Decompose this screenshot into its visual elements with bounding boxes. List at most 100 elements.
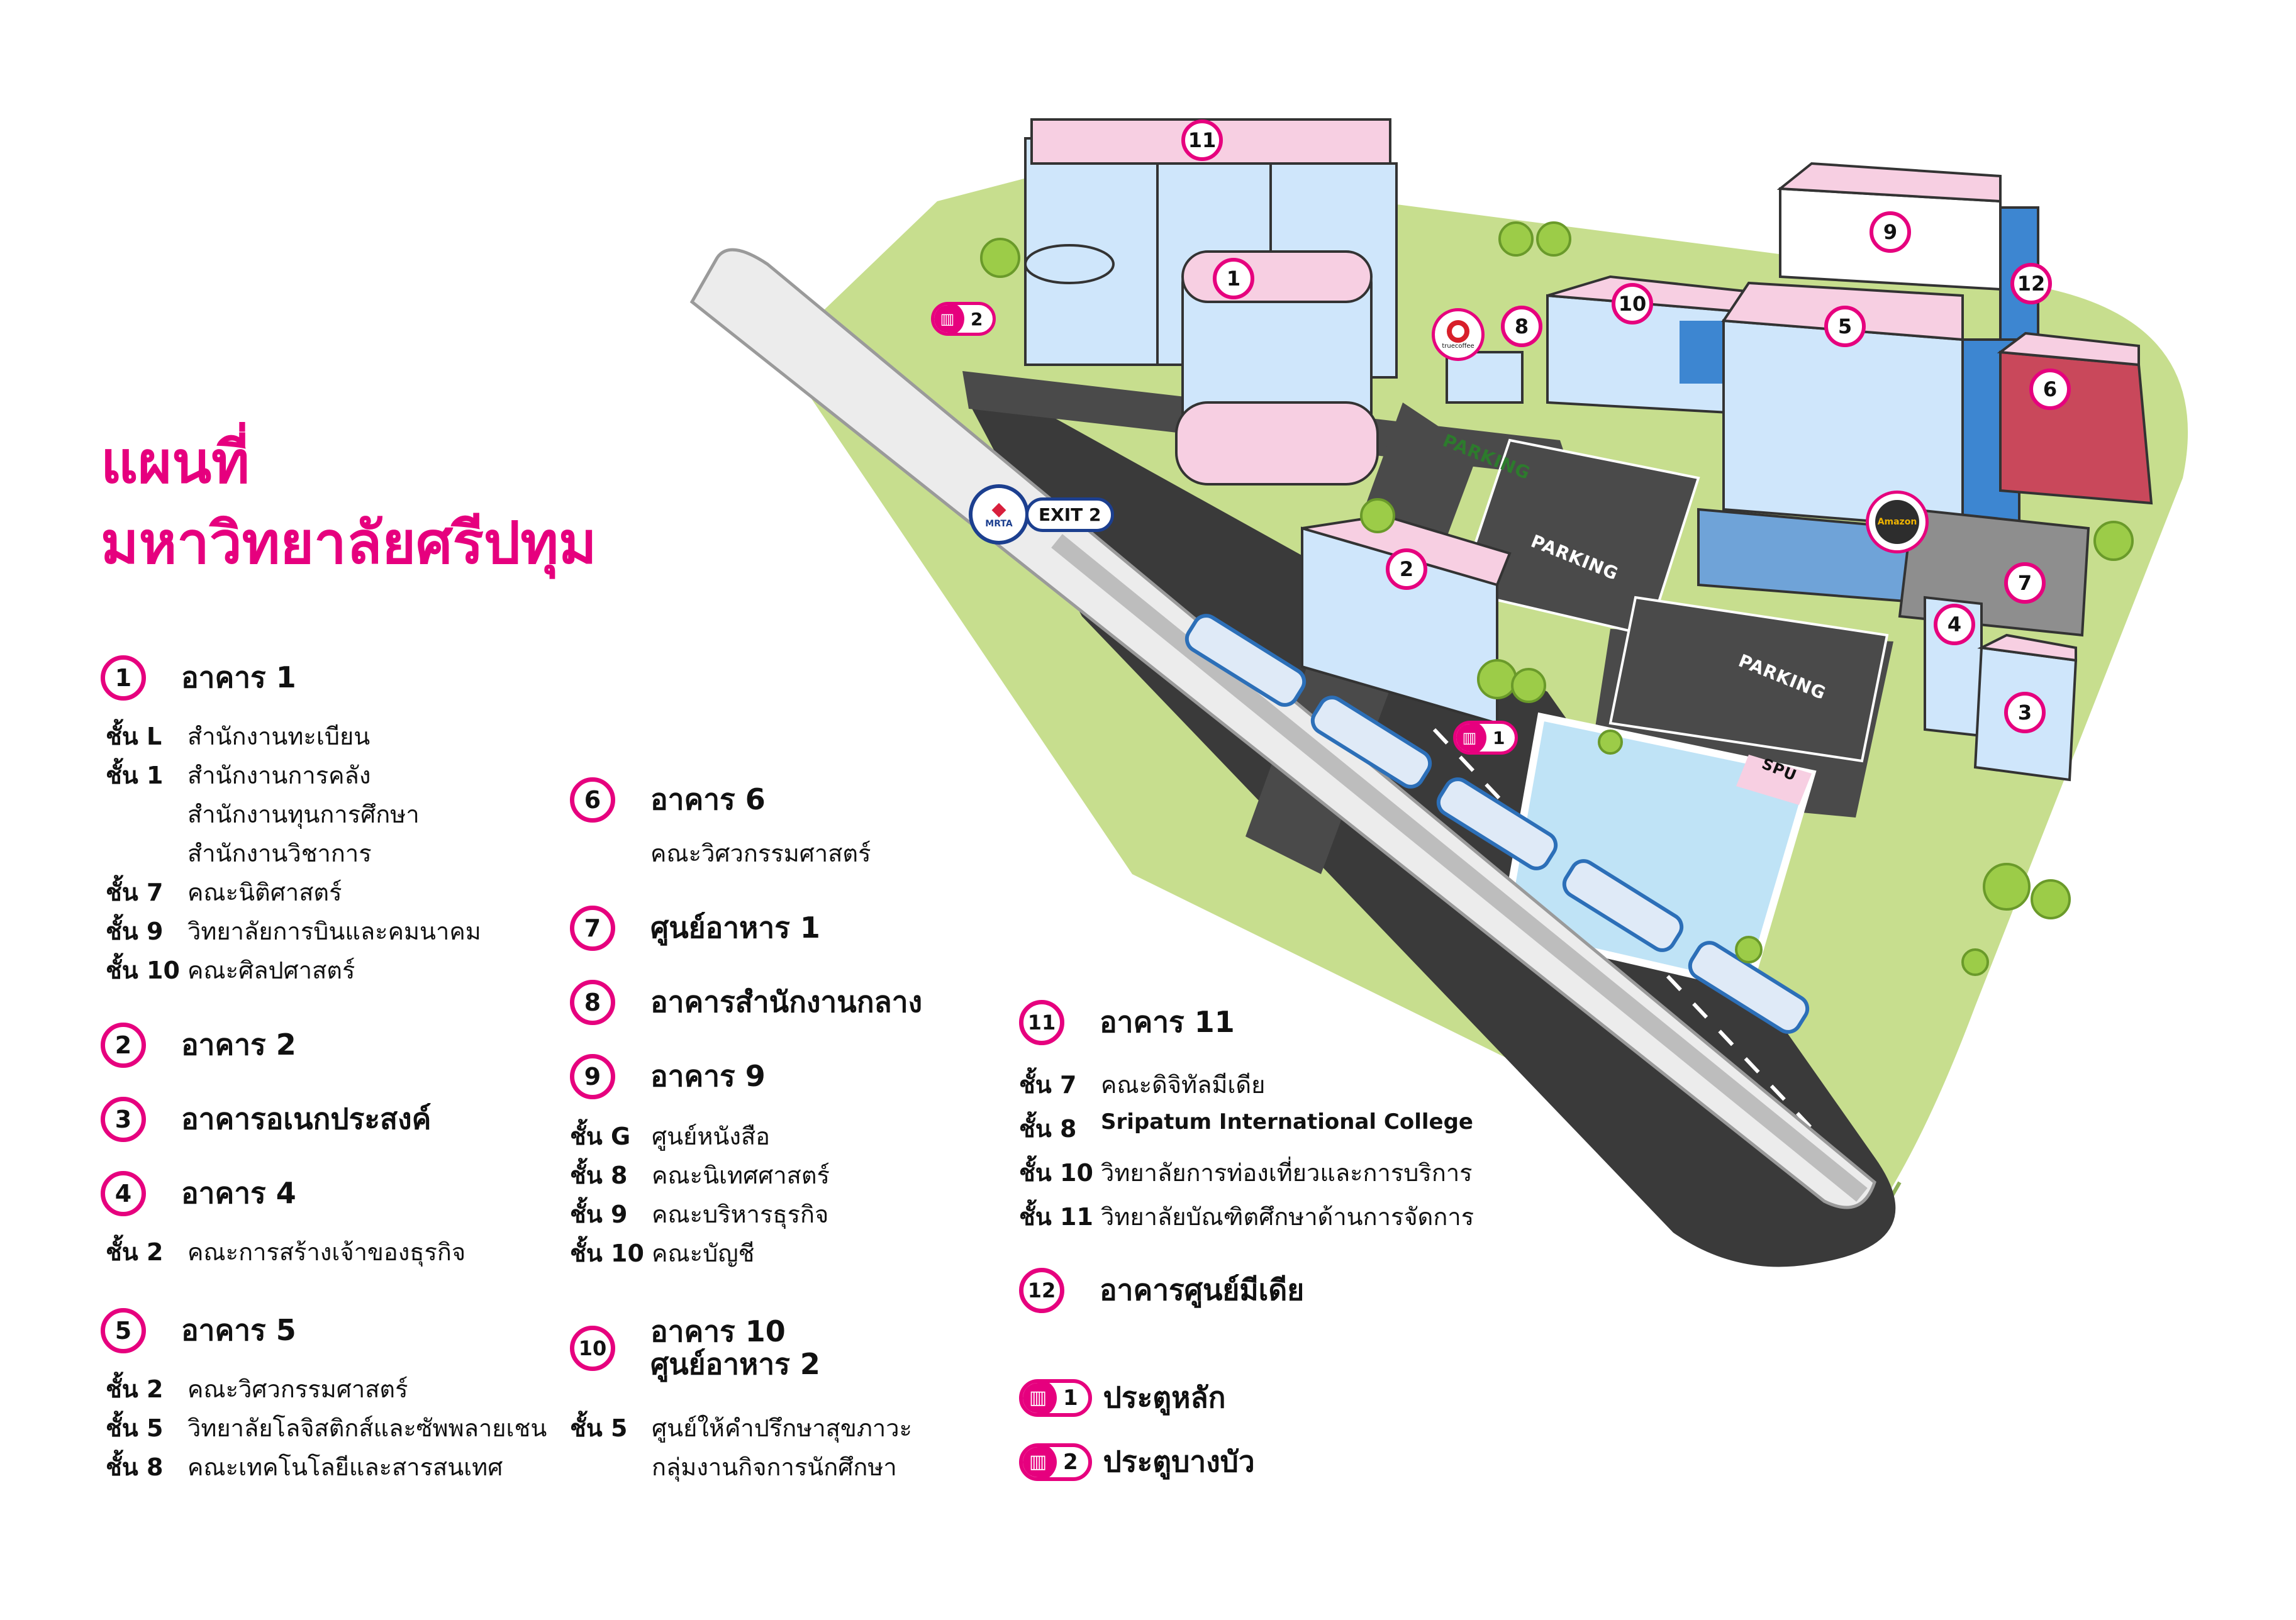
legend-building-8[interactable]: 8 อาคารสำนักงานกลาง	[570, 980, 922, 1025]
map-marker-11[interactable]: 11	[1181, 119, 1223, 161]
map-marker-3[interactable]: 3	[2004, 692, 2046, 733]
building-number-badge: 9	[570, 1054, 615, 1099]
legend-building-2[interactable]: 2 อาคาร 2	[101, 1023, 296, 1068]
building-name: อาคารศูนย์มีเดีย	[1100, 1273, 1305, 1307]
building-5	[1697, 281, 2020, 606]
legend-gate-2[interactable]: ▥ 2 ประตูบางบัว	[1019, 1439, 1255, 1485]
coffee-label: truecoffee	[1442, 342, 1474, 350]
building-name-line-2: ศูนย์อาหาร 2	[650, 1346, 820, 1381]
map-marker-9[interactable]: 9	[1870, 211, 1911, 253]
gate-icon: ▥	[934, 305, 964, 333]
map-marker-12[interactable]: 12	[2010, 263, 2052, 304]
legend-building-10[interactable]: 10 อาคาร 10 ศูนย์อาหาร 2	[570, 1314, 820, 1381]
legend-building-1[interactable]: 1 อาคาร 1	[101, 655, 296, 701]
building-number-badge: 7	[570, 906, 615, 951]
map-marker-7[interactable]: 7	[2004, 562, 2046, 604]
building-name-line-1: อาคาร 10	[650, 1314, 786, 1348]
building-1	[1175, 250, 1379, 485]
map-marker-10[interactable]: 10	[1612, 283, 1653, 325]
map-marker-6[interactable]: 6	[2029, 369, 2071, 410]
parking-lot-2	[1608, 596, 1889, 763]
building-name: อาคาร 6	[650, 782, 766, 817]
gate-pill: ▥ 1	[1019, 1379, 1092, 1417]
gate-icon: ▥	[1022, 1382, 1057, 1413]
building-name: อาคาร 5	[181, 1313, 296, 1348]
truecoffee-marker[interactable]: truecoffee	[1432, 308, 1485, 361]
building-number-badge: 2	[101, 1023, 146, 1068]
legend-gate-1[interactable]: ▥ 1 ประตูหลัก	[1019, 1375, 1226, 1421]
map-marker-1[interactable]: 1	[1213, 258, 1254, 299]
building-name: อาคาร 11	[1100, 1005, 1235, 1040]
coffee-logo-icon	[1447, 319, 1469, 343]
map-marker-4[interactable]: 4	[1934, 604, 1975, 645]
map-gate-2[interactable]: ▥ 2	[931, 302, 996, 336]
building-name: อาคาร 4	[181, 1176, 296, 1211]
map-marker-2[interactable]: 2	[1386, 548, 1427, 590]
legend-building-3[interactable]: 3 อาคารอเนกประสงค์	[101, 1097, 431, 1142]
legend-building-11[interactable]: 11 อาคาร 11	[1019, 1000, 1235, 1045]
gate-number: 1	[1493, 727, 1505, 748]
gate-pill: ▥ 2	[931, 302, 996, 336]
legend-building-7[interactable]: 7 ศูนย์อาหาร 1	[570, 906, 820, 951]
page-title-line-2: มหาวิทยาลัยศรีปทุม	[101, 509, 597, 577]
building-number-badge: 5	[101, 1308, 146, 1353]
building-number-badge: 10	[570, 1325, 615, 1371]
amazon-cafe-marker[interactable]: Amazon	[1866, 491, 1929, 553]
map-marker-8[interactable]: 8	[1501, 306, 1542, 347]
gate-pill: ▥ 1	[1453, 721, 1519, 755]
building-name: อาคาร 9	[650, 1059, 766, 1094]
legend-building-4[interactable]: 4 อาคาร 4	[101, 1171, 296, 1216]
building-number-badge: 12	[1019, 1268, 1064, 1313]
building-name: อาคารอเนกประสงค์	[181, 1102, 432, 1136]
building-name: อาคาร 1	[181, 660, 296, 695]
building-name: อาคารสำนักงานกลาง	[650, 985, 923, 1019]
building-number-badge: 6	[570, 777, 615, 823]
gate-number: 2	[1063, 1449, 1078, 1475]
gate-label: ประตูหลัก	[1103, 1380, 1226, 1414]
map-gate-1[interactable]: ▥ 1	[1453, 721, 1519, 755]
building-number-badge: 4	[101, 1171, 146, 1216]
trees	[980, 221, 2134, 976]
mrta-exit-marker[interactable]: ◆ MRTA EXIT 2	[969, 484, 1115, 545]
building-number-badge: 1	[101, 655, 146, 701]
legend-building-5[interactable]: 5 อาคาร 5	[101, 1308, 296, 1353]
mrta-diamond-icon: ◆	[991, 498, 1006, 520]
gate-number: 1	[1063, 1385, 1078, 1411]
gate-number: 2	[971, 308, 983, 330]
spu-sign	[1736, 755, 1812, 805]
gate-label: ประตูบางบัว	[1103, 1445, 1255, 1479]
gate-icon: ▥	[1022, 1446, 1057, 1477]
building-name: ศูนย์อาหาร 1	[650, 911, 820, 945]
page-title-line-1: แผนที่	[101, 429, 250, 496]
legend-building-9[interactable]: 9 อาคาร 9	[570, 1054, 766, 1099]
exit-label: EXIT 2	[1025, 497, 1115, 532]
building-number-badge: 3	[101, 1097, 146, 1142]
mrt-train	[1184, 614, 1810, 1034]
legend-building-12[interactable]: 12 อาคารศูนย์มีเดีย	[1019, 1268, 1304, 1313]
amazon-logo-icon: Amazon	[1875, 500, 1919, 544]
building-number-badge: 11	[1019, 1000, 1064, 1045]
map-marker-5[interactable]: 5	[1824, 306, 1866, 347]
building-name: อาคาร 2	[181, 1028, 296, 1062]
building-6	[1997, 331, 2153, 505]
gate-icon: ▥	[1456, 724, 1486, 752]
mrta-logo-icon: ◆ MRTA	[969, 484, 1029, 545]
legend-building-6[interactable]: 6 อาคาร 6	[570, 777, 766, 823]
